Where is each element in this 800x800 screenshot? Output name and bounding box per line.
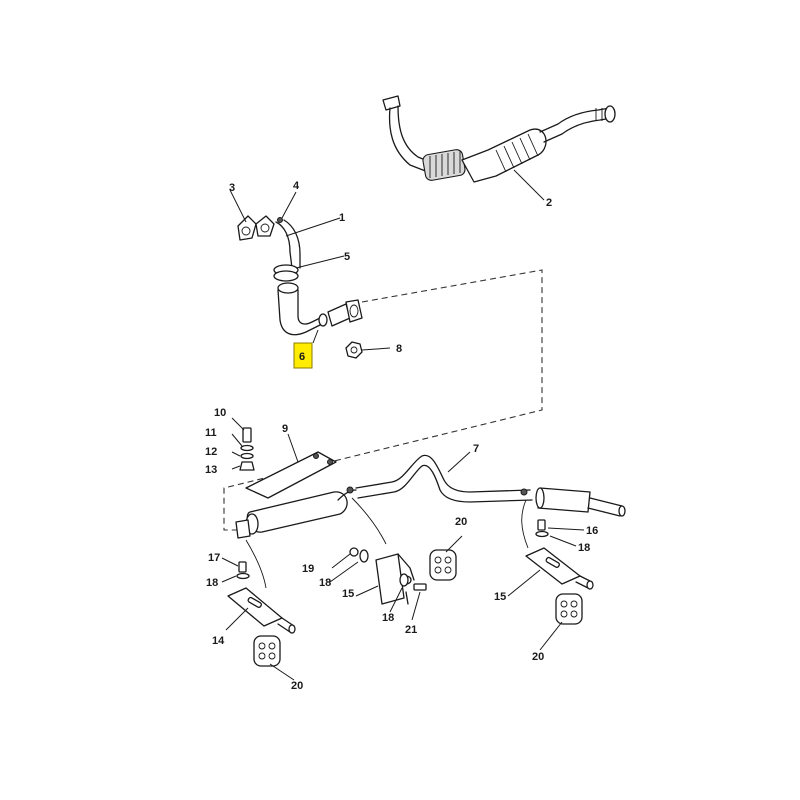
flange-nut [345, 341, 363, 359]
callout-9: 9 [282, 423, 288, 435]
callout-15-center: 15 [342, 588, 354, 600]
callout-16: 16 [586, 525, 598, 537]
callout-18-left: 18 [206, 577, 218, 589]
guide-curves [245, 497, 529, 589]
callout-20-right: 20 [532, 651, 544, 663]
callout-12: 12 [205, 446, 217, 458]
catalytic-converter-assembly [382, 95, 616, 183]
heat-shield [245, 451, 337, 499]
callout-15-right: 15 [494, 591, 506, 603]
callout-5: 5 [344, 251, 350, 263]
callout-17: 17 [208, 552, 220, 564]
small-fasteners [236, 519, 549, 605]
callout-20-left: 20 [291, 680, 303, 692]
callout-18-center: 18 [319, 577, 331, 589]
callout-18-lower: 18 [382, 612, 394, 624]
callout-14: 14 [212, 635, 225, 647]
callout-19: 19 [302, 563, 314, 575]
connection-lines [223, 269, 543, 531]
callout-7: 7 [473, 443, 479, 455]
rubber-insulators [253, 549, 583, 667]
callout-10: 10 [214, 407, 226, 419]
callout-2: 2 [546, 197, 552, 209]
callout-11: 11 [205, 427, 217, 439]
callout-20-center: 20 [455, 516, 467, 528]
callout-13: 13 [205, 464, 217, 476]
front-muffler [235, 489, 357, 539]
callout-6: 6 [299, 351, 305, 363]
callout-3: 3 [229, 182, 235, 194]
callout-21: 21 [405, 624, 417, 636]
inlet-pipe-assembly [237, 215, 301, 282]
hanger-bracket-left [227, 587, 296, 634]
callout-1: 1 [339, 212, 345, 224]
fastener-stack [239, 427, 255, 471]
callout-18-right: 18 [578, 542, 590, 554]
highlight-box-6 [293, 342, 313, 369]
tailpipe-assembly [346, 454, 626, 517]
callout-labels: 1 2 3 4 5 6 7 8 9 10 11 12 13 14 15 15 1… [205, 180, 598, 692]
hanger-bracket-right [525, 547, 594, 590]
callout-8: 8 [396, 343, 402, 355]
leader-lines [221, 169, 585, 681]
callout-4: 4 [293, 180, 300, 192]
intermediate-pipe [277, 282, 363, 336]
